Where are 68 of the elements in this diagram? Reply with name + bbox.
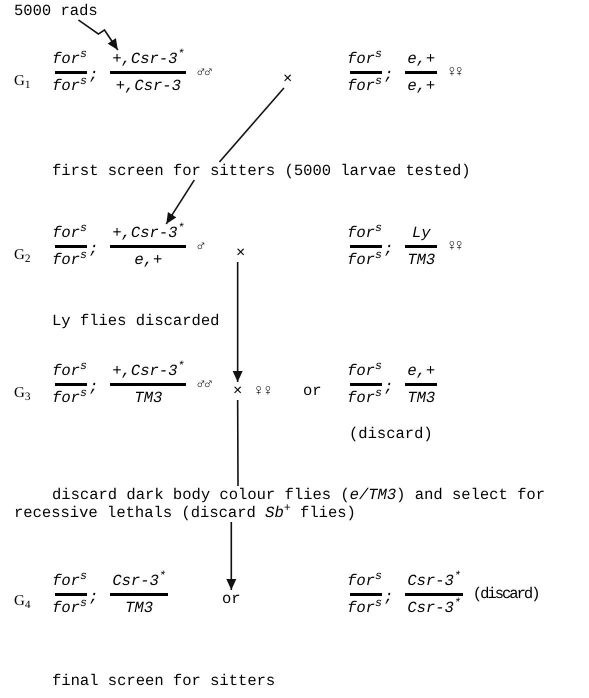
connector-line bbox=[236, 400, 239, 486]
note-text: (discard) bbox=[349, 424, 433, 445]
allele-label: TM3 bbox=[406, 389, 436, 407]
allele-label: for$^{s}$ bbox=[52, 599, 87, 617]
sex-symbol: ♀♀ bbox=[447, 62, 462, 83]
allele-label: for$^{s}$ bbox=[52, 572, 87, 590]
sex-symbol: ♂♂ bbox=[196, 374, 212, 395]
semicolon: ; bbox=[384, 586, 394, 608]
arrow bbox=[232, 262, 243, 382]
connector-line bbox=[218, 87, 285, 163]
conjunction-text: or bbox=[303, 382, 322, 400]
cross-symbol: × bbox=[236, 244, 246, 262]
generation-label: G$_{1}$ bbox=[14, 72, 30, 90]
generation-label: G$_{4}$ bbox=[14, 592, 30, 610]
semicolon: ; bbox=[89, 586, 98, 608]
allele-label: Ly bbox=[410, 224, 432, 242]
allele-label: for$^{s}$ bbox=[52, 389, 87, 407]
allele-label: for$^{s}$ bbox=[347, 599, 382, 617]
semicolon: ; bbox=[89, 64, 98, 86]
step-note: 5000 rads bbox=[14, 2, 98, 20]
arrow bbox=[78, 19, 119, 50]
allele-label: TM3 bbox=[406, 251, 436, 269]
allele-label: +,Csr-3$^{*}$ bbox=[111, 224, 186, 242]
allele-label: +,Csr-3$^{*}$ bbox=[111, 362, 186, 380]
semicolon: ; bbox=[384, 238, 394, 260]
allele-label: TM3 bbox=[133, 389, 164, 407]
allele-label: Csr-3$^{*}$ bbox=[406, 599, 462, 617]
note-text: final screen for sitters bbox=[52, 672, 276, 690]
allele-label: e,+ bbox=[406, 77, 436, 95]
semicolon: ; bbox=[384, 64, 394, 86]
allele-label: Csr-3$^{*}$ bbox=[111, 572, 167, 590]
step-note: discard dark body colour flies (e/TM3) and select for recessive lethals (discard Sb$^{+}$ flies) bbox=[14, 486, 574, 522]
step-note: first screen for sitters (5000 larvae tested) bbox=[52, 162, 471, 180]
semicolon: ; bbox=[89, 376, 98, 398]
arrow bbox=[166, 180, 195, 224]
allele-label: for$^{s}$ bbox=[347, 224, 382, 242]
allele-label: Csr-3$^{*}$ bbox=[406, 572, 462, 590]
allele-label: for$^{s}$ bbox=[347, 77, 382, 95]
allele-label: for$^{s}$ bbox=[347, 572, 382, 590]
sex-symbol: ♀♀ bbox=[447, 236, 462, 257]
allele-label: for$^{s}$ bbox=[52, 251, 87, 269]
allele-label: +,Csr-3 bbox=[114, 77, 182, 95]
arrow bbox=[226, 522, 236, 590]
allele-label: e,+ bbox=[406, 362, 436, 380]
sex-symbol: ♀♀ bbox=[254, 382, 273, 400]
generation-label: G$_{3}$ bbox=[14, 384, 30, 402]
generation-label: G$_{2}$ bbox=[14, 246, 30, 264]
sex-symbol: ♂ bbox=[196, 236, 204, 257]
allele-label: for$^{s}$ bbox=[347, 251, 382, 269]
semicolon: ; bbox=[89, 238, 98, 260]
note-text: Ly flies discarded bbox=[52, 312, 220, 330]
allele-label: for$^{s}$ bbox=[347, 50, 382, 68]
allele-label: TM3 bbox=[124, 599, 154, 617]
sex-symbol: ♂♂ bbox=[196, 62, 212, 83]
sex-symbol: (discard) bbox=[472, 584, 539, 605]
allele-label: for$^{s}$ bbox=[52, 224, 87, 242]
allele-label: for$^{s}$ bbox=[52, 50, 87, 68]
cross-symbol: × bbox=[233, 382, 242, 400]
semicolon: ; bbox=[384, 376, 394, 398]
allele-label: for$^{s}$ bbox=[347, 389, 382, 407]
cross-symbol: × bbox=[283, 70, 292, 88]
allele-label: for$^{s}$ bbox=[52, 77, 87, 95]
allele-label: +,Csr-3$^{*}$ bbox=[111, 50, 186, 68]
allele-label: e,+ bbox=[133, 251, 164, 269]
allele-label: for$^{s}$ bbox=[347, 362, 382, 380]
allele-label: for$^{s}$ bbox=[52, 362, 87, 380]
allele-label: e,+ bbox=[406, 50, 436, 68]
cross-symbol: or bbox=[222, 590, 241, 608]
